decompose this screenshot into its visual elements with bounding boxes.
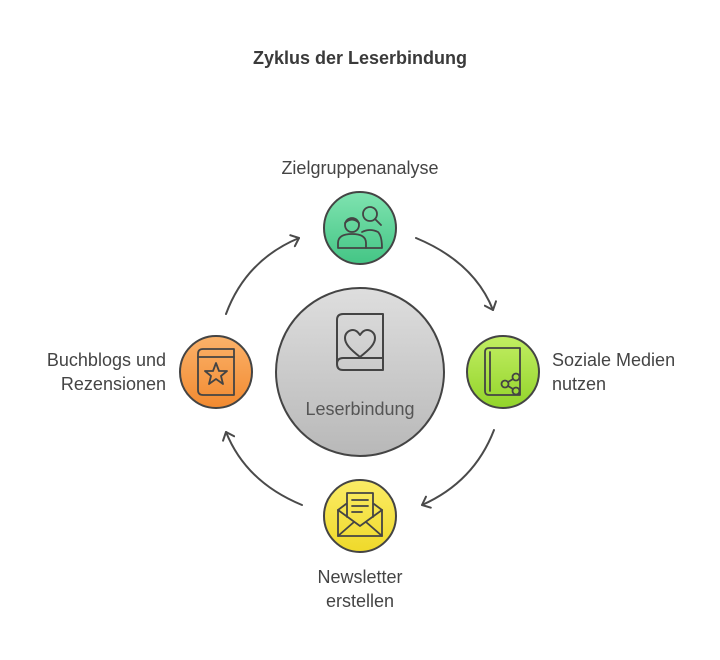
- label-line: Rezensionen: [60, 374, 166, 394]
- envelope-letter-icon: [337, 492, 383, 537]
- label-newsletter: Newsletter erstellen: [260, 565, 460, 613]
- cycle-arrows: [222, 234, 497, 509]
- book-heart-icon: [336, 313, 384, 371]
- label-soziale-medien: Soziale Medien nutzen: [552, 348, 717, 396]
- arrow-right-to-bottom: [421, 429, 495, 509]
- label-line: Buchblogs und: [46, 350, 166, 370]
- label-line: erstellen: [325, 591, 395, 611]
- arrow-bottom-to-left: [222, 431, 303, 506]
- node-zielgruppenanalyse: [323, 191, 397, 265]
- arrow-top-to-right: [415, 237, 497, 311]
- diagram-title: Zyklus der Leserbindung: [252, 48, 468, 68]
- label-line: nutzen: [552, 374, 607, 394]
- center-label: Leserbindung: [305, 399, 414, 419]
- arrow-left-to-top: [225, 234, 300, 315]
- label-line: Newsletter: [317, 567, 403, 587]
- node-buchblogs: [179, 335, 253, 409]
- label-line: Soziale Medien: [552, 350, 676, 370]
- label-buchblogs: Buchblogs und Rezensionen: [0, 348, 166, 396]
- label-zielgruppenanalyse: Zielgruppenanalyse: [210, 156, 510, 180]
- book-star-icon: [197, 348, 235, 396]
- book-share-icon: [484, 347, 521, 396]
- label-line: Zielgruppenanalyse: [281, 158, 439, 178]
- node-newsletter: [323, 479, 397, 553]
- audience-search-icon: [337, 206, 383, 249]
- center-node: Leserbindung: [275, 287, 445, 457]
- node-soziale-medien: [466, 335, 540, 409]
